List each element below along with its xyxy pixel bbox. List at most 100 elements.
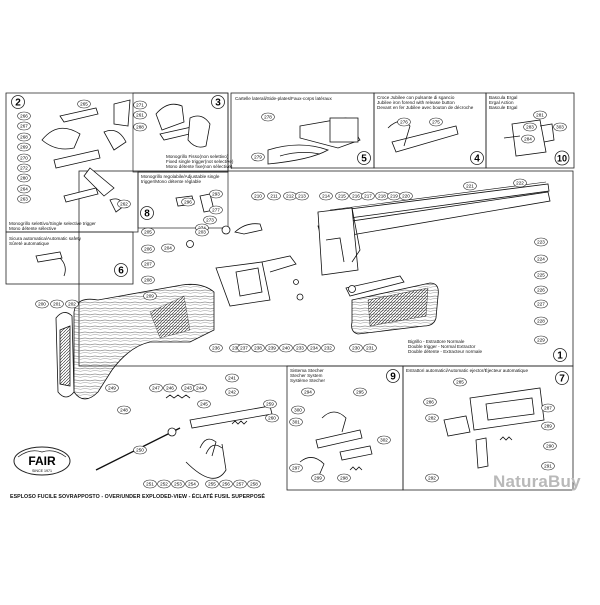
part-number-text: 268 [20,135,28,140]
part-number-220: 220 [399,191,413,201]
part-number-text: 294 [304,390,312,395]
box-8-number-text: 8 [144,209,150,220]
part-number-text: 266 [20,114,28,119]
part-number-201: 201 [50,299,64,309]
part-number-251: 251 [143,479,157,489]
part-number-299: 299 [311,473,325,483]
part-number-text: 249 [108,386,116,391]
part-number-229: 229 [534,335,548,345]
part-number-text: 251 [146,482,154,487]
part-number-text: 206 [144,247,152,252]
part-number-text: 247 [152,386,160,391]
part-number-223: 223 [534,237,548,247]
box-6-caption-1: Sicura automatica/Automatic safety [9,236,82,241]
part-number-249: 249 [105,383,119,393]
part-number-text: 216 [352,194,360,199]
box-number-6: 6 [114,263,128,277]
part-number-217: 217 [361,191,375,201]
part-number-text: 288 [136,125,144,130]
part-number-263: 263 [17,194,31,204]
part-number-302: 302 [377,435,391,445]
part-number-text: 262 [120,202,128,207]
box-5-caption: Cartelle laterali/Side-plates/Faux-corps… [235,96,332,101]
box-8-frame [137,171,229,229]
part-number-246: 246 [163,383,177,393]
part-number-301: 301 [289,417,303,427]
box-10-caption-2: Ergal Action [489,100,514,105]
part-number-text: 287 [544,406,552,411]
part-number-text: 281 [536,113,544,118]
part-number-295: 295 [353,387,367,397]
part-number-206: 206 [141,244,155,254]
part-number-258: 258 [247,479,261,489]
part-number-text: 293 [212,192,220,197]
part-number-text: 209 [146,294,154,299]
part-number-269: 269 [17,142,31,152]
part-number-265: 265 [77,99,91,109]
receiver [215,261,271,307]
box-8-caption-2: trigger/Mono détente réglable [141,179,201,184]
part-number-text: 226 [537,288,545,293]
box-3-caption-2: Fixed single trigger(not selective) [166,159,234,164]
part-number-text: 221 [466,184,474,189]
box-number-8: 8 [140,206,154,220]
part-number-text: 295 [356,390,364,395]
part-number-234: 234 [307,343,321,353]
part-number-text: 277 [212,208,220,213]
part-number-text: 272 [20,166,28,171]
box-9-caption-2: Stecher System [290,373,323,378]
part-number-text: 222 [516,181,524,186]
box-7-caption: Estrattori automatici/Automatic ejector/… [406,367,528,373]
box-number-7: 7 [555,371,569,385]
part-number-272: 272 [17,163,31,173]
trigger-plate [189,405,273,429]
part-number-text: 233 [296,346,304,351]
part-number-text: 218 [378,194,386,199]
part-number-254: 254 [185,479,199,489]
forend-iron [345,275,405,297]
box-number-10: 10 [554,150,570,166]
part-number-text: 250 [136,448,144,453]
part-number-text: 239 [268,346,276,351]
part-number-text: 246 [166,386,174,391]
part-number-text: 253 [174,482,182,487]
part-number-266: 266 [17,111,31,121]
box-number-1: 1 [553,348,567,362]
box-4-caption-1: Croce Jubilee con pulsante di sgancio [377,95,455,100]
part-number-text: 258 [250,482,258,487]
part-number-222: 222 [513,178,527,188]
part-number-270: 270 [17,153,31,163]
part-number-text: 300 [294,408,302,413]
part-number-290: 290 [543,441,557,451]
part-number-283: 283 [523,122,537,132]
trigger-guard [185,443,227,479]
part-number-text: 276 [400,120,408,125]
box-3-caption-1: Monogrillo Fisso(non selettivo) [166,154,229,159]
part-number-284: 284 [521,134,535,144]
part-number-text: 261 [136,113,144,118]
part-number-text: 260 [268,416,276,421]
logo-since: SINCE 1971 [32,469,52,473]
part-number-text: 214 [322,194,330,199]
part-number-237: 237 [237,343,251,353]
part-number-text: 223 [537,240,545,245]
part-number-210: 210 [251,191,265,201]
box-8-caption-1: Monogrillo regolabile/Adjustable single [141,174,220,179]
part-number-text: 257 [236,482,244,487]
part-number-262: 262 [117,199,131,209]
part-number-text: 297 [292,466,300,471]
part-number-text: 298 [340,476,348,481]
part-number-293: 293 [209,189,223,199]
box-6-frame [5,231,134,285]
part-number-text: 292 [428,476,436,481]
part-number-text: 280 [20,176,28,181]
part-number-text: 264 [20,187,28,192]
box-4-caption-3: Devant en fer Jubilee avec bouton de déc… [377,105,474,110]
part-number-text: 224 [537,257,545,262]
part-number-208: 208 [141,275,155,285]
part-number-text: 299 [314,476,322,481]
part-number-271: 271 [133,100,147,110]
part-number-text: 278 [264,115,272,120]
part-number-230: 230 [349,343,363,353]
part-number-text: 200 [38,302,46,307]
